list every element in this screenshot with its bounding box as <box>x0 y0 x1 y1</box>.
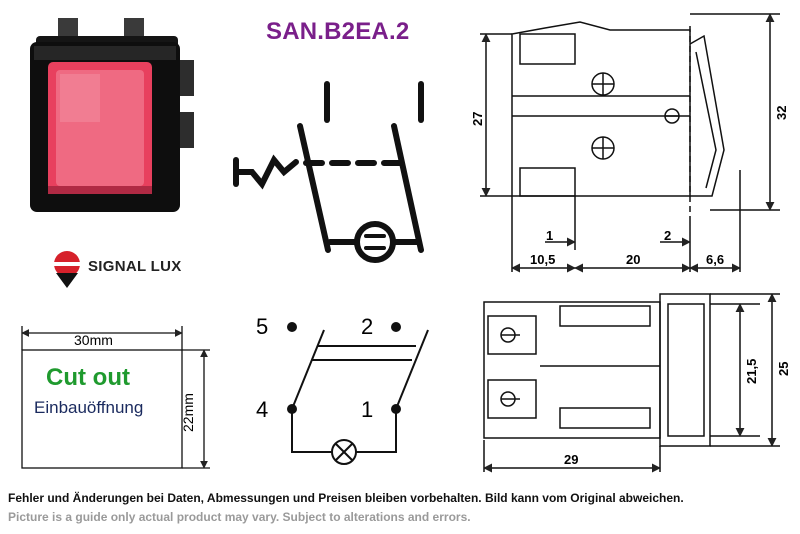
dim-top-25: 25 <box>776 361 791 376</box>
product-code: SAN.B2EA.2 <box>266 18 410 45</box>
dim-side-2: 2 <box>664 228 672 243</box>
cutout-subtitle: Einbauöffnung <box>34 398 144 417</box>
side-view-drawing <box>480 13 780 273</box>
brand-name: SIGNAL LUX <box>88 258 182 275</box>
cutout-height-label: 22mm <box>180 393 196 432</box>
dim-side-6-6: 6,6 <box>706 252 725 267</box>
wiring-terminals <box>287 322 401 414</box>
dim-top-21-5: 21,5 <box>744 358 759 384</box>
dim-side-20: 20 <box>626 252 641 267</box>
wiring-diagram <box>291 329 429 465</box>
cutout-title: Cut out <box>46 364 130 391</box>
top-view-drawing <box>483 293 780 473</box>
signal-lux-logo <box>54 251 80 288</box>
dim-top-29: 29 <box>564 452 579 467</box>
pin-label-4: 4 <box>256 397 269 422</box>
cutout-width-label: 30mm <box>74 332 113 348</box>
pin-label-2: 2 <box>361 314 374 339</box>
dim-side-10-5: 10,5 <box>530 252 556 267</box>
pin-label-1: 1 <box>361 397 374 422</box>
switch-photo <box>30 18 194 212</box>
dim-side-1: 1 <box>546 228 554 243</box>
disclaimer-english: Picture is a guide only actual product m… <box>8 510 471 524</box>
pin-label-5: 5 <box>256 314 269 339</box>
dim-side-height: 27 <box>470 111 485 126</box>
disclaimer-german: Fehler und Änderungen bei Daten, Abmessu… <box>8 491 684 505</box>
cutout-drawing <box>21 326 210 469</box>
switch-schematic <box>233 81 424 263</box>
dim-side-total-height: 32 <box>774 105 789 120</box>
